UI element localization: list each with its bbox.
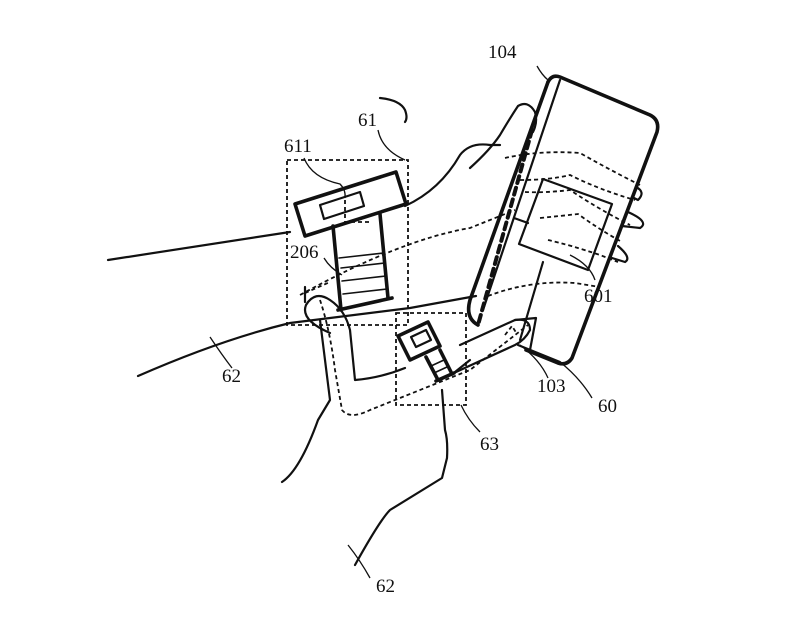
label-206: 206: [290, 242, 319, 263]
hand-lower: [136, 281, 562, 567]
label-61: 61: [358, 110, 377, 131]
leader-lines: [209, 65, 596, 579]
module-61: [286, 159, 409, 326]
module-63: [395, 312, 467, 406]
sensor-head-611: [293, 170, 408, 238]
label-62-bottom: 62: [376, 576, 395, 597]
label-63: 63: [480, 434, 499, 455]
hand-upper: [106, 96, 645, 327]
label-104: 104: [488, 42, 517, 63]
sensor-head-63: [396, 320, 442, 362]
label-60: 60: [598, 396, 617, 417]
label-601: 601: [584, 286, 613, 307]
label-103: 103: [537, 376, 566, 397]
device-60: [466, 74, 660, 366]
dashed-box-63: [395, 312, 467, 406]
dashed-box-61: [286, 159, 409, 326]
label-611: 611: [284, 136, 312, 157]
label-62-left: 62: [222, 366, 241, 387]
labels: 104 61 611 206 601 62 103 60 63 62: [222, 42, 617, 597]
